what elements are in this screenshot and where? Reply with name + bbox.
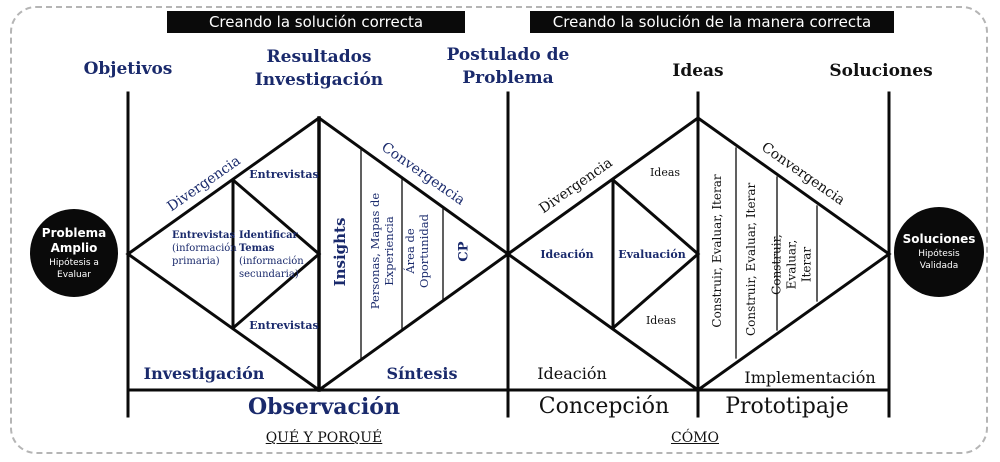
diamond-2-inner-divergence — [610, 177, 701, 331]
diamond-1-inner-right-text: Identificar Temas (información secundari… — [239, 230, 304, 280]
start-node-problema-amplio: Problema Amplio Hipótesis a Evaluar — [30, 209, 118, 297]
diamond-2-phase-ideacion: Ideación — [537, 364, 607, 383]
diamond-2-top-ideas: Ideas — [649, 166, 681, 179]
milestone-resultados-line1: Resultados — [266, 47, 372, 67]
milestone-objetivos: Objetivos — [83, 59, 173, 79]
banner-correct-solution: Creando la solución correcta — [167, 11, 465, 33]
milestone-resultados-line2: Investigación — [254, 70, 384, 90]
footer-como: CÓMO — [670, 430, 719, 446]
milestone-postulado-line2: Problema — [462, 68, 554, 88]
diamond-1-bottom-entrevistas: Entrevistas — [249, 319, 319, 332]
end-node-soluciones: Soluciones Hipótesis Validada — [894, 207, 984, 297]
diamond-1-col-cp: CP — [456, 241, 472, 262]
diamond-1-inner-divergence — [230, 177, 322, 331]
diamond-2-col-2: Construir, Evaluar, Iterar — [744, 182, 758, 336]
stage-observacion: Observación — [248, 394, 400, 420]
diamond-1-phase-sintesis: Síntesis — [386, 364, 458, 383]
diamond-2-col-1: Construir, Evaluar, Iterar — [710, 174, 724, 328]
diamond-1-col-area-oportunidad: Área de Oportunidad — [403, 214, 431, 288]
banner-correct-way: Creando la solución de la manera correct… — [530, 11, 894, 33]
diamond-2-inner-ideacion: Ideación — [540, 248, 594, 261]
diamond-2-col-3: Construir, Evaluar, Iterar — [769, 234, 814, 295]
start-node-title: Problema Amplio — [41, 225, 107, 255]
diamond-2-inner-evaluacion: Evaluación — [618, 248, 686, 261]
milestone-soluciones: Soluciones — [829, 61, 933, 81]
diamond-1-col-personas: Personas, Mapas de Experiencia — [368, 192, 396, 310]
diamond-1-inner-left-text: Entrevistas (información primaria) — [172, 230, 237, 267]
diamond-1-col-insights: Insights — [331, 217, 349, 287]
diamond-2-bottom-ideas: Ideas — [645, 314, 677, 327]
diamond-2-phase-implementacion: Implementación — [744, 368, 876, 387]
end-node-subtitle: Hipótesis Validada — [918, 249, 960, 271]
diamond-2-outline — [505, 116, 892, 392]
milestone-postulado-line1: Postulado de — [446, 45, 570, 65]
dashed-frame — [10, 6, 988, 454]
end-node-title: Soluciones — [902, 232, 976, 246]
footer-que-y-porque: QUÉ Y PORQUÉ — [265, 430, 383, 446]
diamond-1-top-entrevistas: Entrevistas — [249, 168, 319, 181]
stage-concepcion: Concepción — [538, 394, 670, 419]
milestone-postulado: Postulado de Problema — [430, 44, 586, 90]
diamond-1-phase-investigacion: Investigación — [143, 364, 265, 383]
milestone-ideas: Ideas — [672, 61, 724, 81]
milestone-resultados: Resultados Investigación — [238, 46, 400, 92]
start-node-subtitle: Hipótesis a Evaluar — [49, 257, 99, 280]
stage-prototipaje: Prototipaje — [725, 394, 849, 419]
